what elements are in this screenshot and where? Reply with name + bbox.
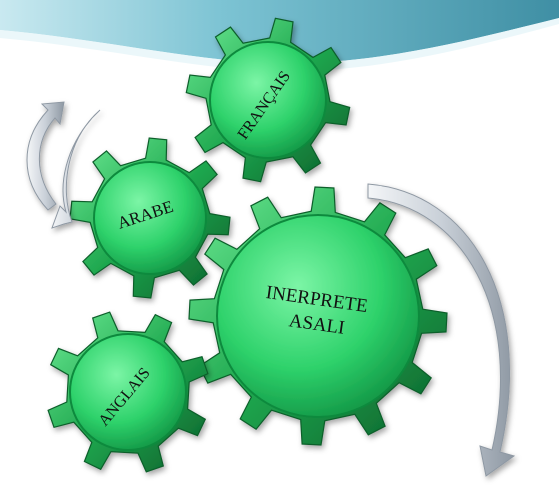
gear-interprete [188,186,448,446]
gear-francais-body [209,41,327,159]
gears-layer [47,17,448,473]
rotate-arrow-right [367,183,516,477]
gear-interprete-body [216,214,420,418]
gear-francais [185,17,351,183]
rotate-arrows-left [26,101,101,229]
gear-arabe-body [93,161,207,275]
large-curved-arrow-icon [367,183,516,477]
gear-anglais-body [69,333,187,451]
curved-arrow-down-icon [51,109,101,229]
top-banner-highlight [0,18,559,72]
curved-arrow-up-icon [26,101,65,211]
gear-arabe [69,137,231,299]
gear-anglais [47,311,209,473]
